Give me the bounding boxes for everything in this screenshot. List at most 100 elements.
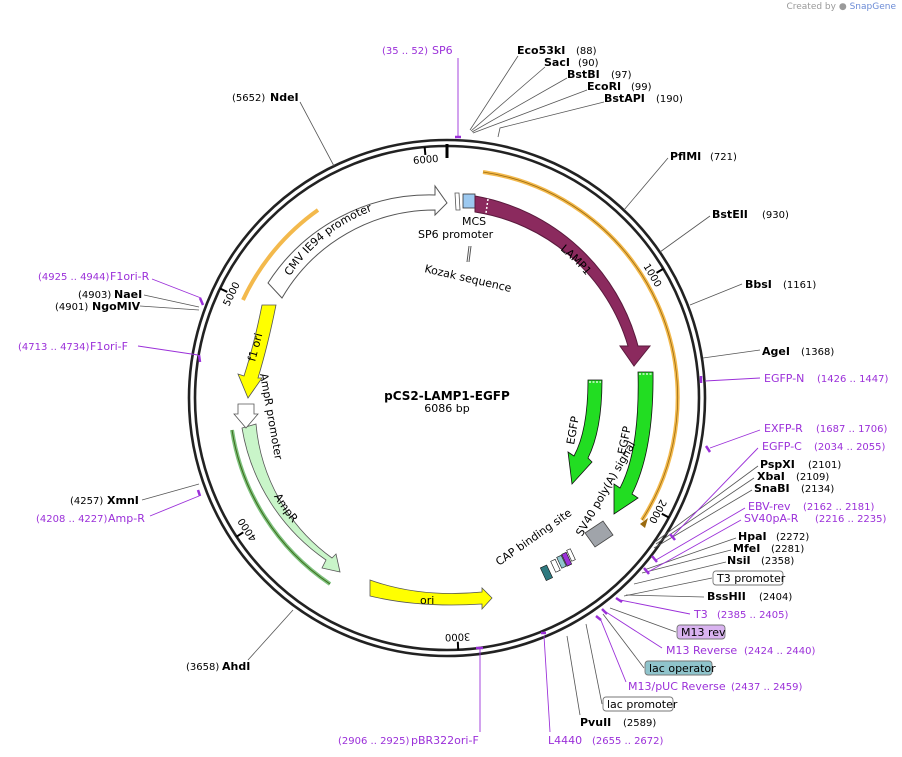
site-bsteii[interactable]: BstEII (930) [659,208,789,253]
site-pos: (1161) [783,280,816,291]
primer-name: T3 [693,608,708,621]
site-name: AhdI [222,660,250,673]
primer-m13-reverse[interactable]: M13 Reverse (2424 .. 2440) [601,608,816,657]
ori-label: ori [420,594,434,607]
site-ahdi[interactable]: (3658) AhdI [186,609,294,673]
orf-arc-ampr-core [231,429,331,585]
site-pvuii[interactable]: PvuII (2589) [566,635,656,729]
kozak-bar-b [468,245,472,263]
site-name: SacI [544,56,570,69]
primer-name: Amp-R [108,512,145,525]
site-name: NdeI [270,91,299,104]
box-leader [585,623,603,705]
primer-leader [619,599,691,615]
primer-f1ori-r[interactable]: (4925 .. 4944) F1ori-R [38,270,205,306]
site-bstapi[interactable]: BstAPI (190) [497,92,683,138]
tick-mark [661,512,670,519]
primer-pos: (1426 .. 1447) [817,374,889,385]
primer-egfp-n[interactable]: EGFP-N (1426 .. 1447) [699,372,889,385]
primer-mark [595,615,602,621]
site-pos: (721) [710,152,737,163]
primer-sv40pa-r[interactable]: SV40pA-R (2216 .. 2235) [643,512,887,575]
primer-amp-r[interactable]: (4208 .. 4227) Amp-R [36,489,202,525]
boxed-label-lac-operator[interactable]: lac operator [602,613,716,676]
site-leader [139,305,200,311]
site-nsii[interactable]: NsiI (2358) [633,554,794,585]
primer-ebv-rev[interactable]: EBV-rev (2162 .. 2181) [651,500,875,563]
site-bstbi[interactable]: BstBI (97) [471,68,632,133]
primer-leader [671,447,759,538]
site-pos: (2109) [796,472,829,483]
primer-egfp-c[interactable]: EGFP-C (2034 .. 2055) [669,440,886,541]
primer-m13-puc-reverse[interactable]: M13/pUC Reverse (2437 .. 2459) [595,615,803,693]
site-name: NgoMIV [92,300,141,313]
sp6-promoter-label: SP6 promoter [418,228,494,241]
site-pos: (5652) [232,93,265,104]
primer-name: SV40pA-R [744,512,799,525]
site-xmni[interactable]: (4257) XmnI [70,483,200,507]
site-eco53ki[interactable]: Eco53kI (88) [469,44,597,131]
site-name: NsiI [727,554,751,567]
site-name: BstBI [567,68,600,81]
ori-arrow [369,579,493,611]
box-text: M13 rev [681,626,726,639]
kozak-bar-a [466,245,470,263]
site-snabi[interactable]: SnaBI (2134) [653,482,834,549]
site-ecori[interactable]: EcoRI (99) [472,80,652,134]
primer-f1ori-f[interactable]: (4713 .. 4734) F1ori-F [18,340,202,363]
orf-arc-upper-left [241,208,320,301]
kozak-label: Kozak sequence [423,262,513,295]
primer-mark [196,489,202,497]
site-ndei[interactable]: (5652) NdeI [232,91,335,167]
site-leader [247,609,294,661]
primer-leader [605,611,663,649]
primer-pos: (2162 .. 2181) [803,502,875,513]
site-xbai[interactable]: XbaI (2109) [655,470,829,545]
primer-l4440[interactable]: L4440 (2655 .. 2672) [541,631,664,747]
primer-name: F1ori-F [90,340,128,353]
primer-sp6[interactable]: (35 .. 52) SP6 [382,44,461,139]
site-bbsi[interactable]: BbsI (1161) [689,278,816,306]
site-pflmi[interactable]: PflMI (721) [623,150,737,211]
primer-leader [137,345,199,356]
site-naei[interactable]: (4903) NaeI [78,288,200,308]
site-pos: (930) [762,210,789,221]
ampr-promoter-arrow [233,403,259,429]
t3-promoter-box [566,548,576,562]
site-mfei[interactable]: MfeI (2281) [641,542,804,574]
site-hpai[interactable]: HpaI (2272) [643,530,809,571]
primer-pos: (4713 .. 4734) [18,342,90,353]
site-agei[interactable]: AgeI (1368) [702,345,834,359]
f1-ori-arrow [237,304,277,399]
primer-pos: (2034 .. 2055) [814,442,886,453]
site-saci[interactable]: SacI (90) [470,56,599,132]
primer-pbr322ori-f[interactable]: (2906 .. 2925) pBR322ori-F [338,646,483,747]
site-ngomiv[interactable]: (4901) NgoMIV [55,300,200,313]
primer-mark [197,354,202,363]
mcs-box [462,193,476,209]
lac-promoter-box [550,558,561,573]
site-pos: (99) [631,82,652,93]
site-pspxi[interactable]: PspXI (2101) [654,458,841,543]
boxed-label-m13-rev[interactable]: M13 rev [609,607,726,640]
primer-pos: (4925 .. 4944) [38,272,110,283]
tick-mark [655,267,664,274]
site-pos: (2272) [776,532,809,543]
primer-name: EBV-rev [748,500,791,513]
tick-label: 6000 [413,154,439,167]
boxed-label-lac-promoter[interactable]: lac promoter [585,623,678,712]
site-name: SnaBI [754,482,790,495]
site-leader [702,349,761,359]
site-name: HpaI [738,530,767,543]
site-pos: (190) [656,94,683,105]
site-pos: (2358) [761,556,794,567]
primer-leader [151,278,202,299]
site-pos: (2281) [771,544,804,555]
site-name: NaeI [114,288,142,301]
primer-exfp-r[interactable]: EXFP-R (1687 .. 1706) [704,422,888,453]
site-bsshii[interactable]: BssHII (2404) [625,590,792,603]
site-name: PflMI [670,150,701,163]
site-leader [643,537,737,571]
primer-t3[interactable]: T3 (2385 .. 2405) [615,596,789,621]
boxed-label-t3-promoter[interactable]: T3 promoter [623,570,786,597]
